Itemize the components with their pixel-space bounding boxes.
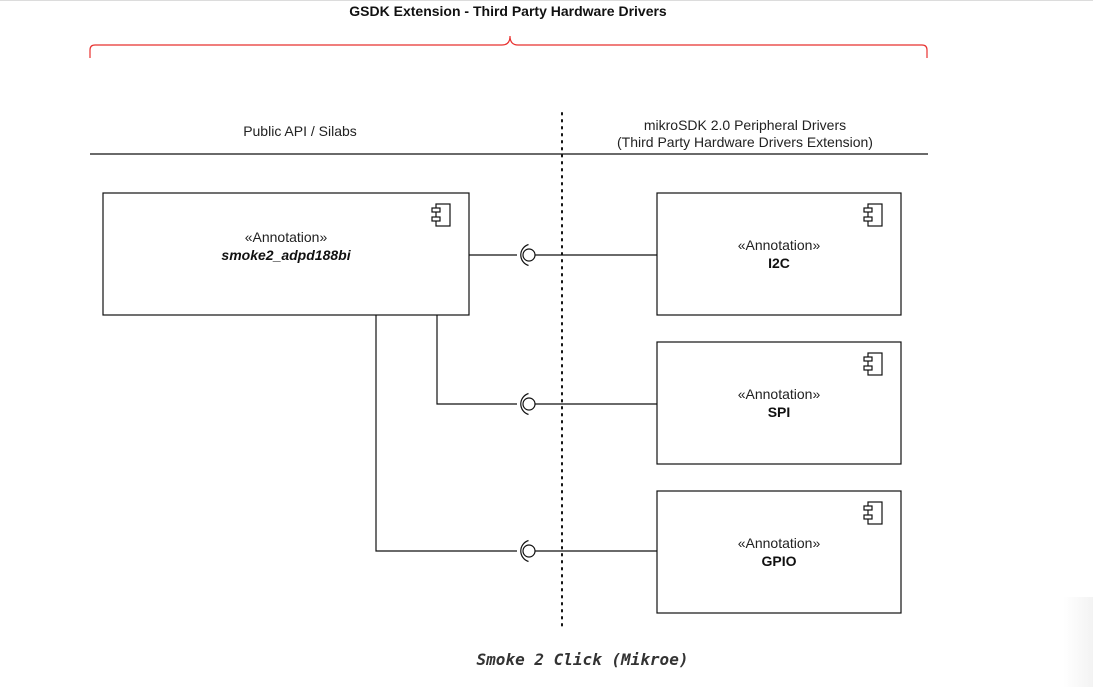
diagram-caption: Smoke 2 Click (Mikroe) bbox=[476, 650, 689, 669]
connector-line bbox=[375, 315, 517, 552]
peripheral-drivers-label: mikroSDK 2.0 Peripheral Drivers (Third P… bbox=[560, 117, 930, 151]
component-icon bbox=[863, 352, 883, 376]
public-api-label: Public API / Silabs bbox=[243, 123, 357, 139]
top-divider bbox=[0, 0, 1093, 1]
diagram-title: GSDK Extension - Third Party Hardware Dr… bbox=[349, 3, 667, 19]
component-name: GPIO bbox=[761, 553, 797, 569]
component-icon bbox=[431, 203, 451, 227]
spi-component-text: «Annotation» SPI bbox=[657, 385, 901, 421]
component-name: SPI bbox=[767, 404, 791, 420]
component-stereotype: «Annotation» bbox=[737, 386, 821, 402]
component-icon bbox=[863, 501, 883, 525]
component-stereotype: «Annotation» bbox=[737, 535, 821, 551]
spi-component-box bbox=[656, 341, 902, 465]
component-name: I2C bbox=[768, 255, 790, 271]
connector-line bbox=[436, 315, 517, 405]
component-stereotype: «Annotation» bbox=[244, 229, 328, 245]
interface-socket-icon bbox=[520, 243, 536, 267]
component-stereotype: «Annotation» bbox=[737, 237, 821, 253]
interface-socket-icon bbox=[520, 539, 536, 563]
main-component-text: «Annotation» smoke2_adpd188bi bbox=[103, 228, 469, 264]
corner-shadow bbox=[1063, 597, 1093, 687]
peripheral-drivers-subtitle: (Third Party Hardware Drivers Extension) bbox=[617, 134, 873, 150]
component-icon bbox=[863, 203, 883, 227]
i2c-component-box bbox=[656, 192, 902, 316]
curly-brace bbox=[89, 35, 928, 58]
gpio-component-box bbox=[656, 490, 902, 614]
main-component-box bbox=[102, 192, 470, 316]
component-name: smoke2_adpd188bi bbox=[221, 247, 351, 263]
interface-socket-icon bbox=[520, 392, 536, 416]
peripheral-drivers-title: mikroSDK 2.0 Peripheral Drivers bbox=[643, 117, 847, 133]
gpio-component-text: «Annotation» GPIO bbox=[657, 534, 901, 570]
i2c-component-text: «Annotation» I2C bbox=[657, 236, 901, 272]
